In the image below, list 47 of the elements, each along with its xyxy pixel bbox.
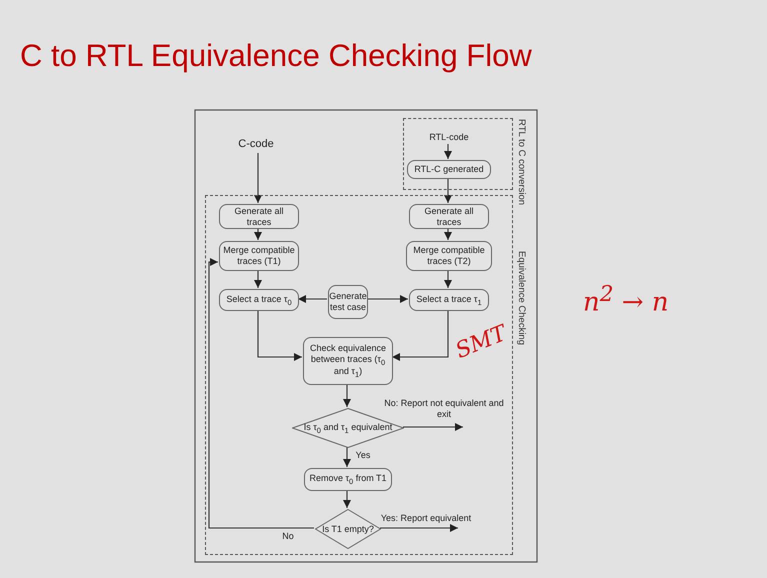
arrow [254,270,262,288]
arrow [403,423,463,431]
arrow [298,295,327,303]
node-label: Is T1 empty? [322,524,374,534]
node-label: Is τ$_{0}$ and τ$_{1}$ equivalent [304,422,392,434]
process-box [219,204,299,229]
node-label: Select a trace τ$_{0}$ [225,294,293,306]
arrow [343,447,351,467]
process-box [406,241,492,271]
node-label: Generate test case [328,291,368,313]
arrow [208,258,314,529]
arrow [367,295,408,303]
group-title: Equivalence Checking [516,251,527,346]
process-box [407,160,491,179]
process-box [409,289,489,311]
arrow [254,228,262,240]
arrow [444,178,452,203]
process-box [219,289,299,311]
arrow [444,228,452,240]
arrow [380,524,458,532]
slide-title: C to RTL Equivalence Checking Flow [20,38,532,74]
process-box [409,204,489,229]
node-label: Check equivalence between traces (τ$_{0}$ and τ$_{1}$) [308,342,388,380]
handwritten-note: n$^{2}$ → n [583,282,669,318]
node-label: Generate all traces [233,206,285,228]
process-box [328,285,368,319]
node-label: Remove τ$_{0}$ from T1 [308,473,388,486]
node-label: Merge compatible traces (T1) [222,245,296,267]
process-box [304,468,392,491]
arrow [343,384,351,407]
arrow [444,144,452,159]
arrow [254,153,262,203]
arrow [343,490,351,508]
arrow [392,310,449,361]
edge-label: No: Report not equivalent and exit [383,398,505,420]
source-label: C-code [238,138,274,152]
arrow [444,270,452,288]
arrow [257,310,302,361]
process-box [303,337,393,385]
decision-diamond [315,509,381,549]
group-title: RTL to C conversion [516,119,527,206]
node-label: RTL-C generated [413,164,485,175]
source-label: RTL-code [429,132,469,142]
node-label: Merge compatible traces (T2) [412,245,486,267]
node-label: Select a trace τ$_{1}$ [415,294,483,306]
handwritten-note: SMT [452,321,510,364]
node-label: Generate all traces [423,206,475,228]
